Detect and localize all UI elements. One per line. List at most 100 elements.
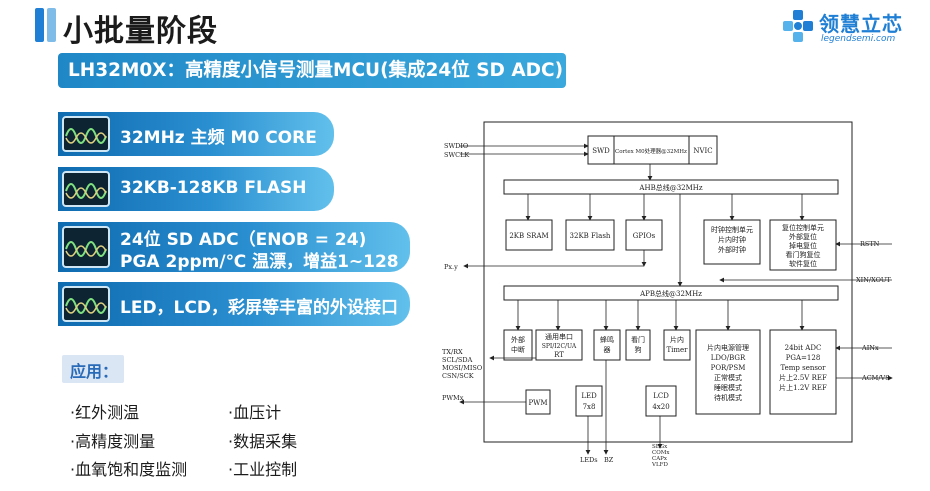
adc-block [769,329,837,415]
feature-flash: 32KB-128KB FLASH [58,167,334,211]
application-item: ·工业控制 [228,460,298,479]
application-item: ·血压计 [228,403,282,422]
led-label: LED [581,392,597,400]
serial-label: SPI/I2C/UA [542,343,577,350]
apb-bus [503,285,839,301]
signal-lcd: SEGx [652,444,668,450]
clock-label: 外部时钟 [718,245,746,254]
cortex-label: Cortex M0处理器@32MHz [615,147,687,155]
swd-label: SWD [592,147,610,155]
power-label: 片内电源管理 [707,343,749,352]
lcd-label: 4x20 [652,403,669,411]
feature-peripherals: LED，LCD，彩屏等丰富的外设接口 [58,282,410,326]
signal-swclk: SWCLK [444,151,469,159]
serial-label: 通用串口 [545,332,573,341]
signal-lcd: COMx [652,450,670,456]
wdt-block [625,329,651,361]
ahb-label: AHB总线@32MHz [638,183,702,192]
logo-name: 领慧立芯 [819,12,903,36]
signal-pwmx: PWMx [442,394,464,402]
feature-adc: 24位 SD ADC（ENOB = 24) PGA 2ppm/℃ 温漂，增益1~… [58,222,410,272]
buzzer-label: 器 [604,346,611,354]
timer-label: 片内 [670,335,684,344]
application-item: ·数据采集 [228,432,298,451]
applications-title: 应用： [70,362,119,381]
power-label: 睡眠模式 [714,383,742,392]
adc-label: 24bit ADC [785,344,822,352]
feature-text: PGA 2ppm/℃ 温漂，增益1~128 [120,252,399,272]
oscilloscope-waveform-icon [62,226,110,268]
power-label: 待机模式 [714,393,742,402]
adc-label: 片上1.2V REF [779,383,827,392]
company-logo: 领慧立芯 legendsemi.com [783,8,923,48]
sram-label: 2KB SRAM [509,232,548,240]
nvic-label: NVIC [693,147,712,155]
signal-pxy: Px.y [444,263,458,271]
legendsemi-logo-icon [783,10,813,42]
reset-label: 掉电复位 [789,241,817,250]
feature-text: LED，LCD，彩屏等丰富的外设接口 [120,298,398,318]
led-label: 7x8 [583,403,596,411]
ext-int-label: 外部 [511,335,525,344]
signal-acm: ACM/VS [861,374,890,382]
signal-lcd: CAPx [652,456,668,462]
feature-text: 24位 SD ADC（ENOB = 24) [120,230,367,250]
timer-block [663,329,691,361]
reset-label: 软件复位 [789,259,817,268]
signal-serial: TX/RX [442,348,463,356]
lcd-block [645,385,677,417]
signal-serial: MOSI/MISO [442,364,482,372]
ext-int-block [503,329,533,361]
signal-swdio: SWDIO [444,142,468,150]
chip-boundary [483,121,853,443]
power-label: LDO/BGR [711,354,746,362]
application-item: ·高精度测量 [70,432,156,451]
adc-label: Temp sensor [780,364,826,372]
signal-serial: CSN/SCK [442,372,474,380]
adc-label: PGA=128 [786,354,821,362]
title-accent-bar [35,8,44,42]
lcd-label: LCD [653,392,669,400]
adc-label: 片上2.5V REF [779,373,827,382]
feature-text: 32MHz 主频 M0 CORE [120,128,317,148]
reset-label: 外部复位 [789,232,817,241]
reset-label: 复位控制单元 [782,223,824,232]
timer-label: Timer [666,346,688,354]
logo-url: legendsemi.com [821,34,896,44]
title-accent-bar-light [47,8,56,42]
clock-label: 时钟控制单元 [711,225,753,234]
pwm-label: PWM [528,399,547,407]
feature-text: 32KB-128KB FLASH [120,178,307,198]
ahb-bus [503,179,839,195]
gpio-label: GPIOs [633,232,656,240]
clock-label: 片内时钟 [718,235,746,244]
oscilloscope-waveform-icon [62,116,110,152]
power-label: 正常模式 [714,373,742,382]
oscilloscope-waveform-icon [62,171,110,207]
product-subtitle: LH32M0X：高精度小信号测量MCU(集成24位 SD ADC) [58,53,566,88]
signal-xin: XIN/XOUT [856,276,891,284]
application-item: ·血氧饱和度监测 [70,460,188,479]
mcu-block-diagram: SWD Cortex M0处理器@32MHz NVIC AHB总线@32MHz … [442,121,893,468]
wdt-label: 看门 [631,335,645,344]
apb-label: APB总线@32MHz [639,289,702,298]
nvic-block [688,135,718,165]
reset-label: 看门狗复位 [786,250,821,259]
ext-int-label: 中断 [511,345,525,354]
flash-label: 32KB Flash [570,232,611,240]
signal-leds: LEDs [580,456,598,464]
serial-label: RT [554,351,564,359]
application-item: ·红外测温 [70,403,140,422]
power-label: POR/PSM [711,364,746,372]
led-block [575,385,603,417]
buzzer-block [593,329,621,361]
wdt-label: 狗 [635,345,642,354]
buzzer-label: 蜂鸣 [600,335,614,344]
feature-core: 32MHz 主频 M0 CORE [58,112,334,156]
applications-title-bg [62,355,124,383]
oscilloscope-waveform-icon [62,286,110,322]
signal-serial: SCL/SDA [442,356,473,364]
signal-ain: AINx [861,344,879,352]
page-title: 小批量阶段 [63,14,218,49]
signal-rstn: RSTN [860,240,880,248]
